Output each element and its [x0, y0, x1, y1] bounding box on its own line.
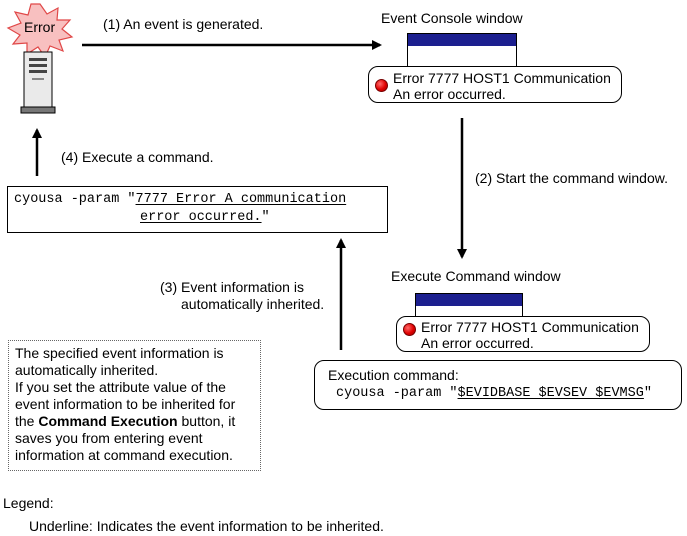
cmd-prefix: cyousa -param " — [336, 386, 458, 401]
execute-command-line2: An error occurred. — [421, 335, 534, 351]
command-execution-button-name: Command Execution — [38, 413, 178, 429]
step2-label: (2) Start the command window. — [475, 170, 668, 186]
executed-var-line2: error occurred. — [140, 210, 262, 225]
event-console-window — [407, 46, 517, 67]
execute-command-line1: Error 7777 HOST1 Communication — [421, 319, 639, 335]
note-line: event information to be inherited for — [15, 396, 236, 412]
execution-command-text[interactable]: cyousa -param "$EVIDBASE $EVSEV $EVMSG" — [336, 384, 652, 404]
event-console-titlebar[interactable] — [407, 33, 517, 47]
cmd-suffix: " — [643, 386, 652, 401]
error-indicator-icon — [375, 79, 388, 92]
note-text: the — [15, 413, 39, 429]
burst-label: Error — [24, 19, 56, 35]
note-text: button, it — [177, 413, 236, 429]
event-console-title: Event Console window — [381, 10, 523, 26]
execute-command-event[interactable]: Error 7777 HOST1 Communication An error … — [396, 316, 650, 352]
legend-text: Underline: Indicates the event informati… — [29, 518, 384, 534]
execution-command-box[interactable]: Execution command: cyousa -param "$EVIDB… — [314, 360, 682, 410]
event-console-line1: Error 7777 HOST1 Communication — [393, 70, 611, 86]
executed-command-box: cyousa -param "7777 Error A communicatio… — [7, 186, 388, 233]
note-line: The specified event information is — [15, 345, 224, 361]
step3-label-line2: automatically inherited. — [181, 296, 325, 312]
note-line: information at command execution. — [15, 447, 233, 463]
execute-command-title: Execute Command window — [391, 268, 561, 284]
note-line: If you set the attribute value of the — [15, 379, 226, 395]
event-console-line2: An error occurred. — [393, 86, 506, 102]
note-line: automatically inherited. — [15, 362, 159, 378]
server-icon — [20, 51, 56, 114]
event-console-event[interactable]: Error 7777 HOST1 Communication An error … — [368, 66, 622, 103]
execute-command-titlebar[interactable] — [415, 293, 523, 307]
executed-var-line1: 7777 Error A communication — [135, 192, 347, 207]
executed-command-line2: error occurred." — [140, 208, 270, 228]
step4-label: (4) Execute a command. — [61, 149, 214, 165]
cmd-variables: $EVIDBASE $EVSEV $EVMSG — [457, 386, 644, 401]
execution-command-label: Execution command: — [328, 367, 459, 383]
error-indicator-icon — [403, 323, 416, 336]
executed-command-line1: cyousa -param "7777 Error A communicatio… — [14, 190, 346, 210]
executed-suffix: " — [261, 210, 270, 225]
note-line: saves you from entering event — [15, 430, 203, 446]
note-line: the Command Execution button, it — [15, 413, 254, 430]
step3-label-line1: (3) Event information is — [160, 279, 304, 295]
legend-title: Legend: — [3, 495, 54, 511]
executed-prefix: cyousa -param " — [14, 192, 136, 207]
step1-label: (1) An event is generated. — [103, 16, 264, 32]
note-box: The specified event information is autom… — [8, 340, 261, 471]
